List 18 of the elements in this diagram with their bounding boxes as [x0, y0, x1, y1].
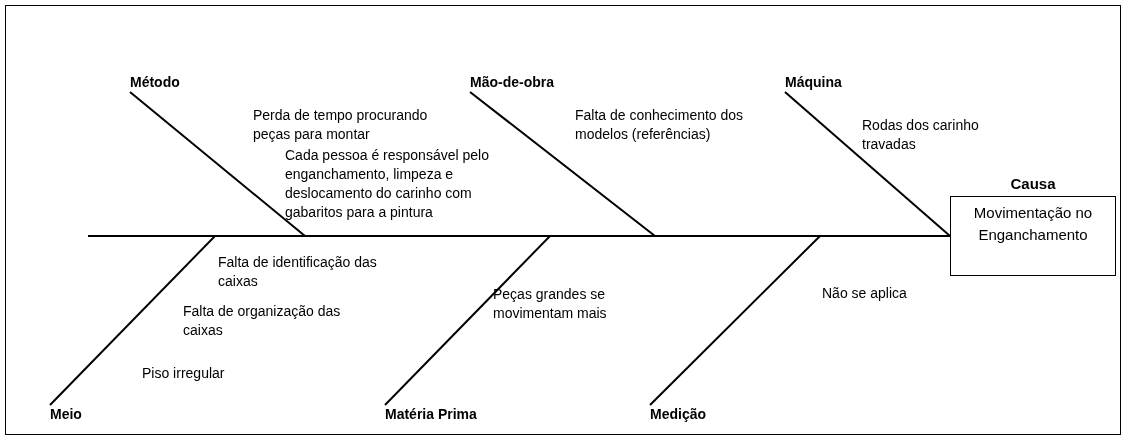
category-label: Mão-de-obra: [470, 73, 554, 92]
effect-heading: Causa: [1009, 174, 1057, 194]
category-label: Medição: [650, 405, 706, 424]
cause-text: Falta de identificação das caixas: [218, 253, 378, 291]
category-label: Máquina: [785, 73, 842, 92]
bone-line: [784, 91, 951, 237]
cause-text: Cada pessoa é responsável pelo enganchamento, limpeza e deslocamento do carinho com gabaritos para a pintura: [285, 146, 490, 222]
category-label: Matéria Prima: [385, 405, 477, 424]
category-label: Meio: [50, 405, 82, 424]
category-label: Método: [130, 73, 180, 92]
cause-text: Piso irregular: [142, 364, 226, 383]
cause-text: Peças grandes se movimentam mais: [493, 285, 608, 323]
cause-text: Perda de tempo procurando peças para montar: [253, 106, 429, 144]
cause-text: Falta de conhecimento dos modelos (referências): [575, 106, 745, 144]
cause-text: Rodas dos carinho travadas: [862, 116, 980, 154]
effect-box: Movimentação no Enganchamento: [950, 196, 1116, 276]
cause-text: Não se aplica: [822, 284, 908, 303]
cause-text: Falta de organização das caixas: [183, 302, 342, 340]
